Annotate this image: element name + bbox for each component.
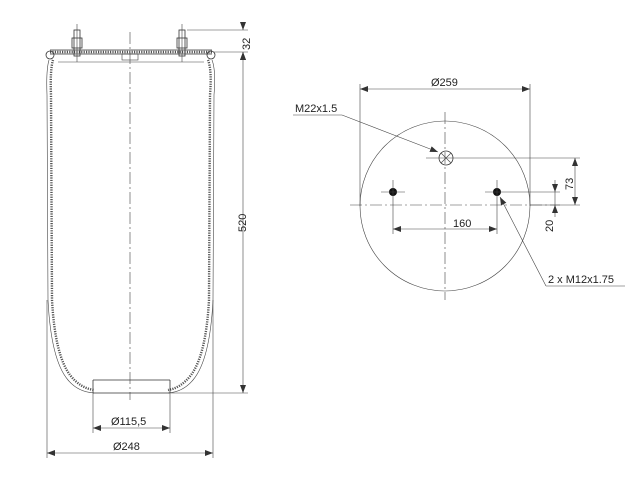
stud-hole-right (485, 180, 560, 234)
height-dim: 520 (237, 214, 249, 232)
bellow-body (46, 59, 215, 394)
center-thread-hole (426, 150, 580, 166)
stud-thread-label: 2 x M12x1.75 (548, 274, 614, 286)
stud-bolt-left (71, 24, 83, 62)
top-view: Ø259 160 73 20 M22x1.5 2 x M12x1.75 (293, 77, 625, 300)
stud-offset-dim: 20 (544, 220, 556, 232)
stud-hole-left (381, 180, 405, 234)
piston (92, 379, 171, 394)
center-offset-dim: 73 (564, 178, 576, 190)
center-thread-label: M22x1.5 (295, 103, 337, 115)
side-view: 32 520 Ø115,5 Ø248 (45, 22, 253, 458)
stud-height-dim: 32 (241, 38, 253, 50)
stud-bolt-right (176, 24, 188, 62)
outer-diameter-dim: Ø248 (113, 441, 140, 453)
piston-diameter-dim: Ø115,5 (111, 416, 146, 428)
plate-diameter-dim: Ø259 (431, 77, 458, 89)
stud-spacing-dim: 160 (453, 218, 471, 230)
top-plate (45, 49, 216, 63)
